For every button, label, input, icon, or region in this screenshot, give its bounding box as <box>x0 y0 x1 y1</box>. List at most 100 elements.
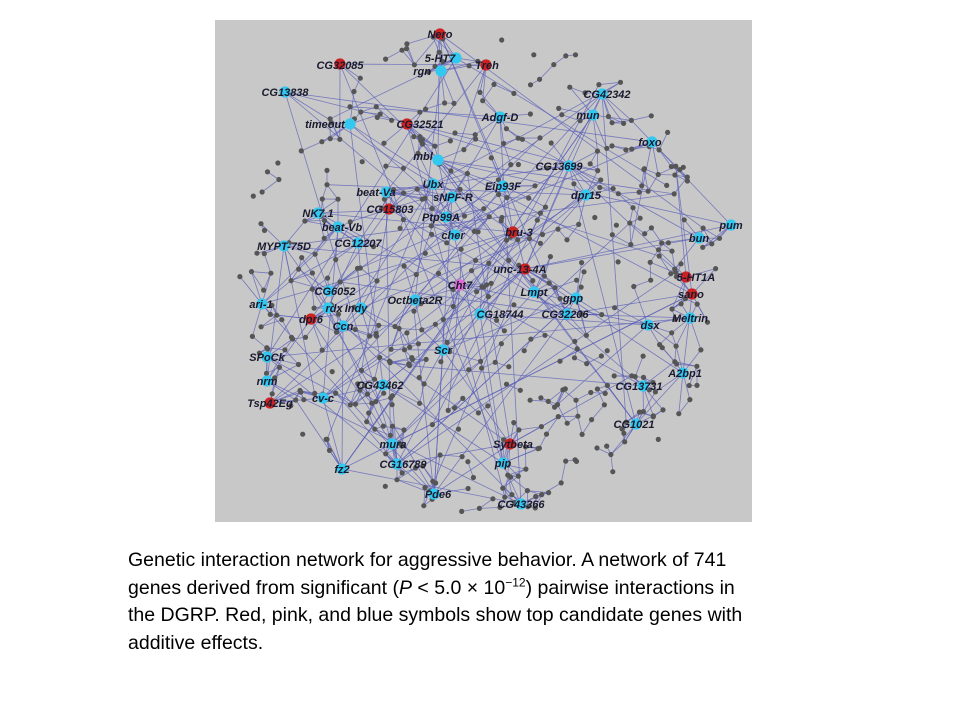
gene-node-red <box>519 263 531 275</box>
interaction-edge <box>629 207 634 224</box>
gene-node-blue <box>312 207 324 219</box>
interaction-edge <box>518 426 542 431</box>
gene-node-gray <box>687 397 693 403</box>
gene-node-gray <box>563 458 569 464</box>
interaction-edge <box>702 224 732 248</box>
interaction-edge <box>357 189 394 244</box>
gene-node-gray <box>296 266 302 272</box>
gene-label: CG13699 <box>535 161 583 173</box>
gene-node-gray <box>671 191 677 197</box>
gene-node-gray <box>676 411 682 417</box>
gene-node-gray <box>659 345 665 351</box>
interaction-edge <box>649 262 652 281</box>
gene-node-blue <box>409 294 421 306</box>
gene-node-gray <box>302 334 309 340</box>
interaction-edge <box>304 220 325 222</box>
gene-node-gray <box>539 492 545 498</box>
gene-node-red <box>305 313 317 325</box>
gene-node-gray <box>538 395 544 401</box>
gene-node-gray <box>420 463 426 469</box>
gene-node-gray <box>646 387 652 393</box>
gene-node-gray <box>536 445 542 451</box>
interaction-edge <box>385 191 453 198</box>
gene-node-gray <box>628 241 634 248</box>
gene-node-layer <box>256 28 737 510</box>
interaction-edge <box>266 356 356 405</box>
gene-node-gray <box>578 284 584 290</box>
gene-node-gray <box>574 277 580 283</box>
interaction-edge <box>592 114 632 121</box>
gene-node-gray <box>269 302 275 308</box>
gene-node-gray <box>656 253 662 259</box>
gene-node-gray <box>678 301 684 307</box>
interaction-edge <box>449 194 587 352</box>
gene-label: cv-c <box>312 393 334 405</box>
interaction-edge <box>336 314 339 333</box>
interaction-edge <box>507 468 527 476</box>
gene-node-gray <box>461 147 467 153</box>
gene-node-gray <box>527 397 533 403</box>
interaction-edge <box>658 255 675 270</box>
interaction-edge <box>642 361 676 387</box>
gene-label: CG43366 <box>497 499 545 511</box>
interaction-edge <box>374 357 381 380</box>
gene-node-gray <box>562 386 568 392</box>
gene-node-gray <box>684 178 690 184</box>
gene-node-gray <box>417 400 423 406</box>
gene-node-gray <box>429 205 435 212</box>
interaction-edge <box>610 441 625 455</box>
gene-node-gray <box>381 196 387 202</box>
gene-node-gray <box>367 333 373 339</box>
gene-label: nrm <box>257 376 278 388</box>
gene-node-gray <box>564 237 570 243</box>
gene-label: bun <box>689 233 709 245</box>
interaction-edge <box>283 245 316 394</box>
gene-node-gray <box>261 251 267 257</box>
gene-node-gray <box>414 186 420 192</box>
gene-node-gray <box>694 382 700 388</box>
gene-node-gray <box>366 410 372 416</box>
gene-node-gray <box>542 332 548 338</box>
gene-node-gray <box>298 148 304 154</box>
interaction-edge <box>598 81 621 85</box>
interaction-edge <box>326 184 587 196</box>
gene-node-gray <box>531 52 537 58</box>
gene-node-gray <box>674 361 680 367</box>
interaction-edge <box>568 165 687 278</box>
gene-node-gray <box>361 382 367 389</box>
gene-node-gray <box>686 382 692 389</box>
gene-node-gray <box>650 414 656 420</box>
gene-node-gray <box>293 397 299 403</box>
gene-node-gray <box>423 356 429 362</box>
gene-node-gray <box>457 186 463 192</box>
gene-node-gray <box>371 376 378 382</box>
gene-node-red <box>686 288 698 300</box>
interaction-edge <box>239 276 263 305</box>
gene-node-gray <box>264 169 271 175</box>
gene-node-gray <box>391 187 397 193</box>
gene-node-gray <box>546 490 552 496</box>
interaction-edge <box>437 159 675 195</box>
interaction-edge <box>396 463 426 488</box>
interaction-edge <box>442 268 526 351</box>
gene-node-gray <box>573 397 579 403</box>
interaction-edge <box>559 348 578 362</box>
gene-node-gray <box>450 286 456 292</box>
gene-node-gray <box>491 81 497 87</box>
gene-node-gray <box>392 323 398 330</box>
interaction-edge <box>503 143 512 165</box>
gene-node-gray <box>609 120 615 126</box>
gene-node-red <box>480 59 492 71</box>
interaction-edge <box>437 159 693 295</box>
interaction-edge <box>295 399 343 470</box>
gene-node-gray <box>588 389 594 396</box>
interaction-edge <box>269 194 587 404</box>
interaction-edge <box>569 86 594 116</box>
interaction-edge <box>433 488 469 495</box>
interaction-edge <box>361 208 390 371</box>
interaction-edge <box>391 222 631 445</box>
interaction-edge <box>479 313 504 464</box>
gene-node-gray <box>557 358 563 364</box>
interaction-edge <box>566 224 580 241</box>
